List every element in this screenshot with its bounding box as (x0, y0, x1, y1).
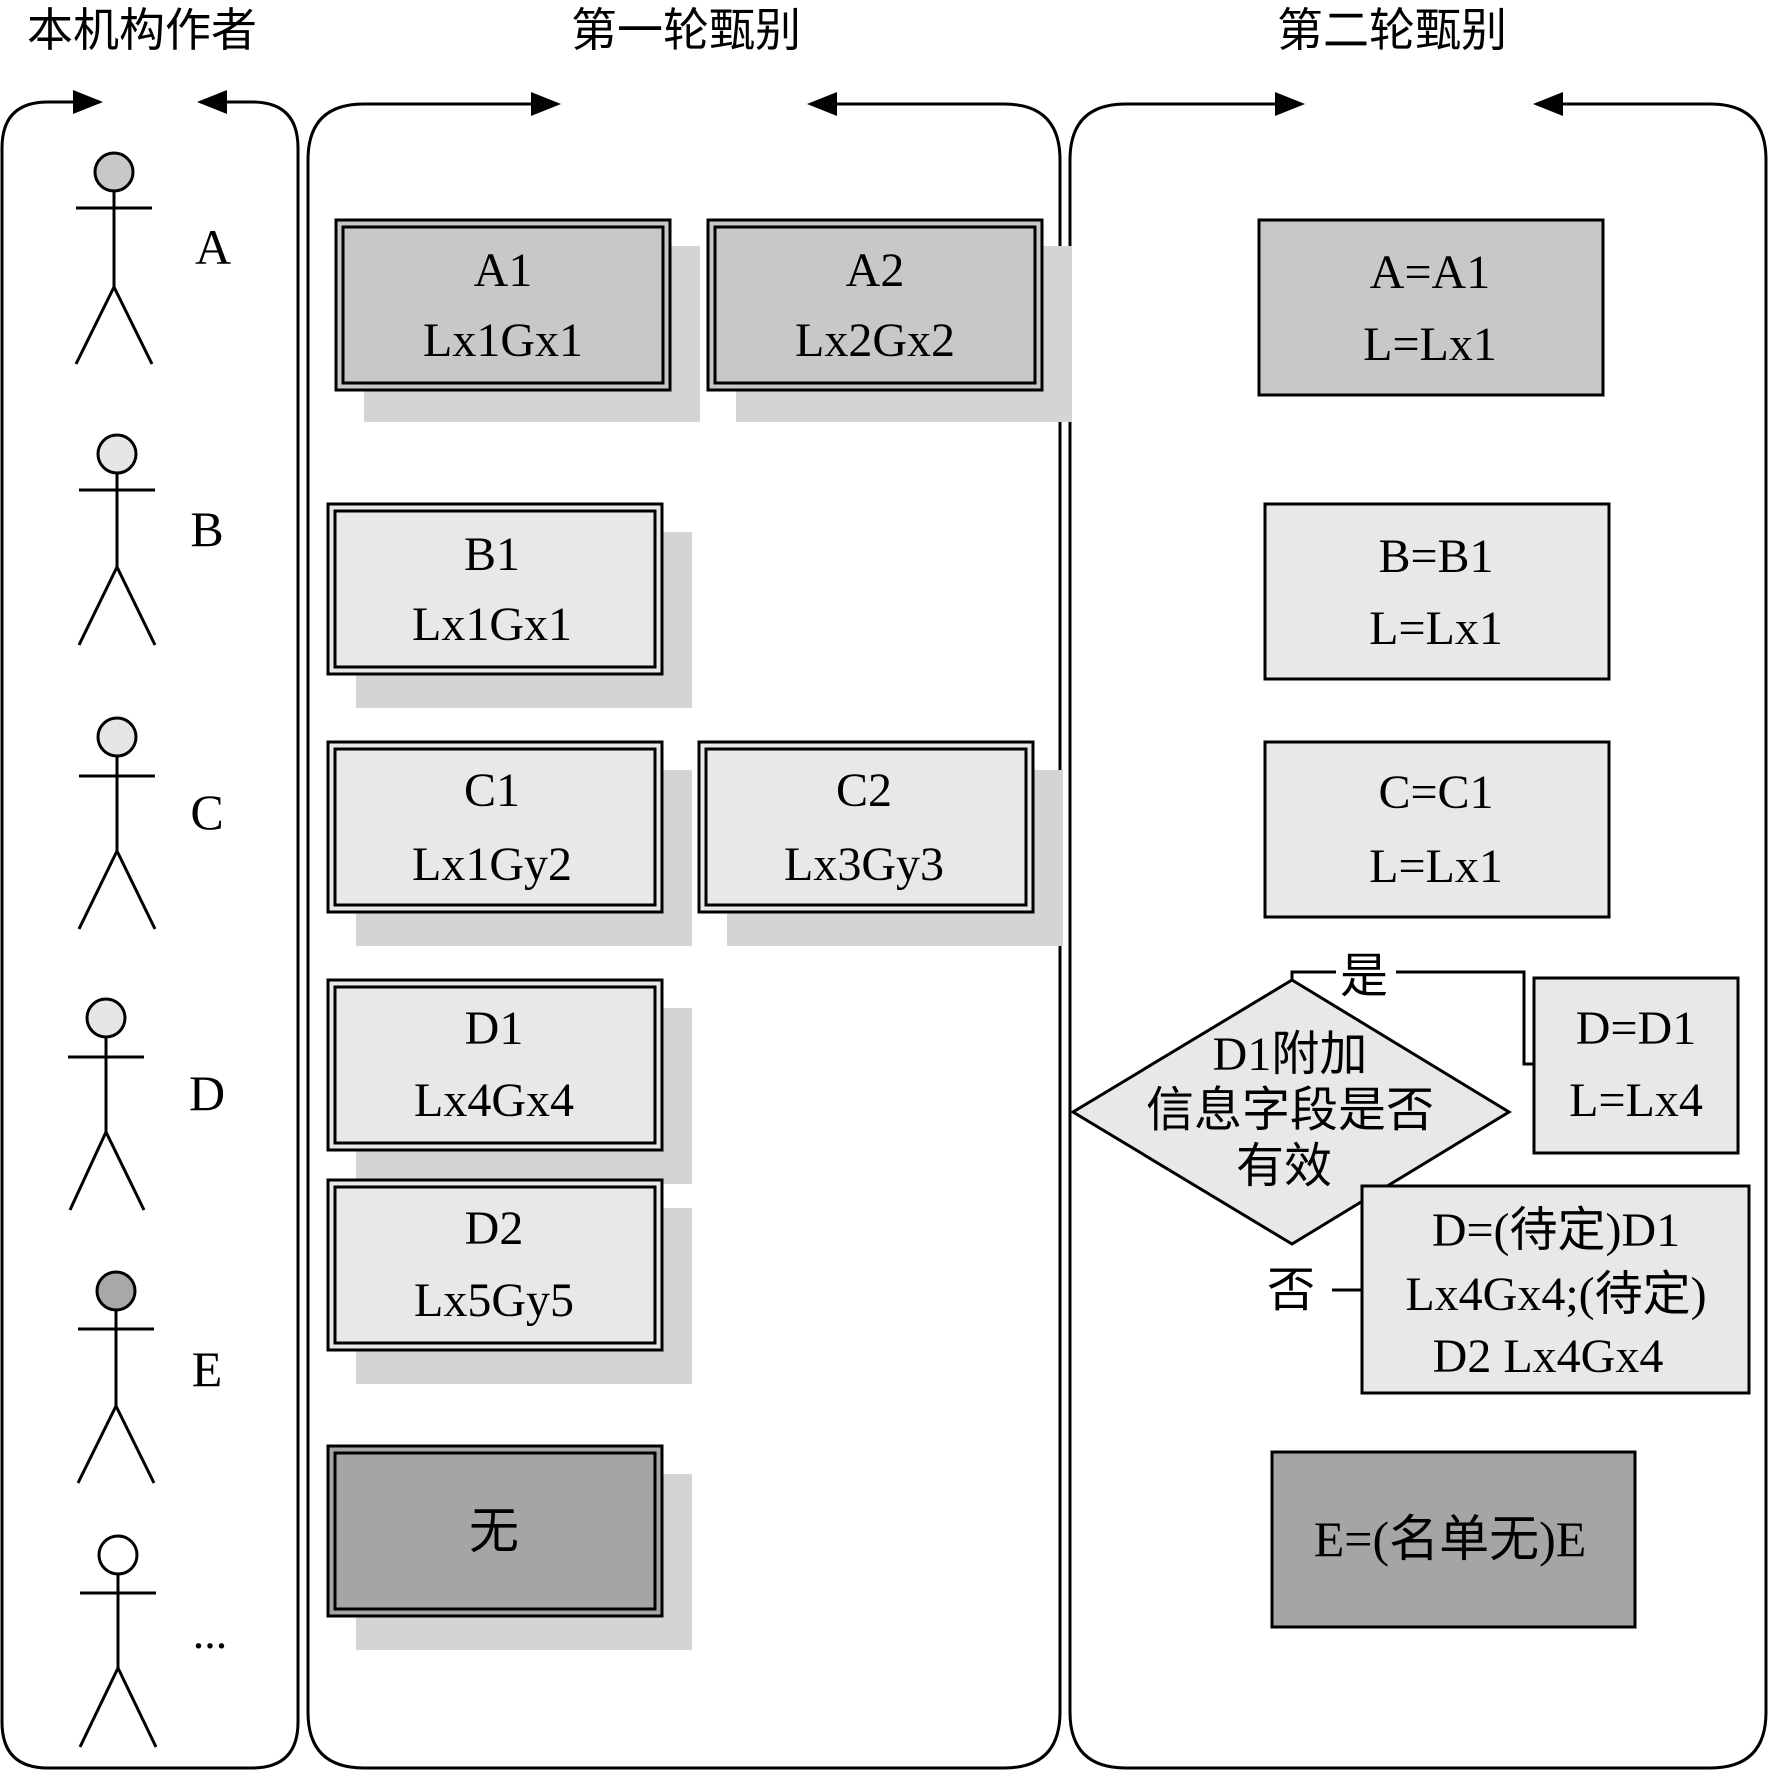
round1-box-c1: C1 Lx1Gy2 (326, 740, 692, 946)
svg-text:Lx2Gx2: Lx2Gx2 (795, 314, 955, 367)
author-head-more (97, 1534, 139, 1576)
header-round2: 第二轮甄别 (1277, 5, 1507, 56)
svg-text:D=D1: D=D1 (1576, 1002, 1696, 1055)
author-figure-d (68, 997, 146, 1211)
header-round1: 第一轮甄别 (571, 5, 801, 56)
svg-text:Lx4Gx4: Lx4Gx4 (414, 1074, 574, 1127)
decision-text-line1: D1附加 (1213, 1028, 1368, 1081)
author-label-b: B (190, 501, 223, 557)
svg-text:Lx1Gx1: Lx1Gx1 (423, 314, 583, 367)
author-label-c: C (190, 784, 223, 840)
svg-text:D=(待定)D1: D=(待定)D1 (1432, 1204, 1680, 1257)
round1-box-a1: A1 Lx1Gx1 (334, 218, 700, 422)
svg-text:A=A1: A=A1 (1370, 246, 1490, 299)
svg-text:Lx3Gy3: Lx3Gy3 (784, 838, 944, 891)
round2-box-a: A=A1 L=Lx1 (1257, 218, 1605, 397)
author-head-d (85, 997, 127, 1039)
svg-text:D2 Lx4Gx4: D2 Lx4Gx4 (1433, 1330, 1664, 1383)
author-figure-b (77, 433, 157, 646)
lane-round1 (306, 92, 1062, 1770)
svg-text:A1: A1 (474, 244, 533, 297)
decision-text-line2: 信息字段是否 (1146, 1084, 1434, 1137)
round2-box-b: B=B1 L=Lx1 (1263, 502, 1611, 681)
decision-diamond: D1附加 信息字段是否 有效 (1070, 978, 1512, 1246)
round2-box-d-no: D=(待定)D1 Lx4Gx4;(待定) D2 Lx4Gx4 (1360, 1184, 1751, 1395)
round2-box-c: C=C1 L=Lx1 (1263, 740, 1611, 919)
round1-box-d2: D2 Lx5Gy5 (326, 1178, 692, 1384)
svg-text:C=C1: C=C1 (1378, 766, 1493, 819)
svg-text:L=Lx1: L=Lx1 (1363, 318, 1497, 371)
connector-yes (1290, 970, 1534, 1066)
svg-text:Lx1Gy2: Lx1Gy2 (412, 838, 572, 891)
svg-text:L=Lx1: L=Lx1 (1369, 840, 1503, 893)
svg-text:L=Lx4: L=Lx4 (1569, 1074, 1703, 1127)
round1-box-e: 无 (326, 1444, 692, 1650)
author-head-b (96, 433, 138, 475)
svg-text:Lx1Gx1: Lx1Gx1 (412, 598, 572, 651)
author-head-a (93, 151, 135, 193)
round1-box-b1: B1 Lx1Gx1 (326, 502, 692, 708)
svg-text:C1: C1 (464, 764, 520, 817)
round2-box-e: E=(名单无)E (1270, 1450, 1637, 1629)
svg-text:C2: C2 (836, 764, 892, 817)
svg-text:D1: D1 (465, 1002, 524, 1055)
author-figure-c (77, 716, 157, 930)
svg-text:Lx5Gy5: Lx5Gy5 (414, 1274, 574, 1327)
round2-box-d-yes: D=D1 L=Lx4 (1532, 976, 1740, 1155)
author-label-e: E (192, 1341, 223, 1397)
svg-text:A2: A2 (846, 244, 905, 297)
author-head-c (96, 716, 138, 758)
lane-round2 (1068, 92, 1768, 1770)
author-figure-more (78, 1534, 158, 1748)
svg-text:E=(名单无)E: E=(名单无)E (1314, 1511, 1587, 1567)
lane-authors (0, 90, 300, 1770)
svg-text:L=Lx1: L=Lx1 (1369, 602, 1503, 655)
header-authors: 本机构作者 (27, 5, 257, 56)
round1-box-a2: A2 Lx2Gx2 (706, 218, 1072, 422)
svg-text:D2: D2 (465, 1202, 524, 1255)
svg-text:B1: B1 (464, 528, 520, 581)
decision-text-line3: 有效 (1236, 1140, 1332, 1193)
author-label-a: A (195, 219, 231, 275)
svg-text:Lx4Gx4;(待定): Lx4Gx4;(待定) (1405, 1268, 1706, 1321)
decision-yes-label: 是 (1340, 950, 1388, 1003)
author-figure-a (74, 151, 154, 365)
decision-no-label: 否 (1267, 1264, 1315, 1317)
author-label-d: D (189, 1065, 225, 1121)
svg-text:B=B1: B=B1 (1378, 530, 1493, 583)
round1-box-d1: D1 Lx4Gx4 (326, 978, 692, 1184)
author-figure-e (76, 1270, 156, 1484)
round1-box-c2: C2 Lx3Gy3 (697, 740, 1063, 946)
yes-label-bg (1336, 948, 1396, 998)
svg-text:无: 无 (469, 1503, 519, 1559)
author-head-e (95, 1270, 137, 1312)
author-label-more: ... (193, 1607, 228, 1658)
